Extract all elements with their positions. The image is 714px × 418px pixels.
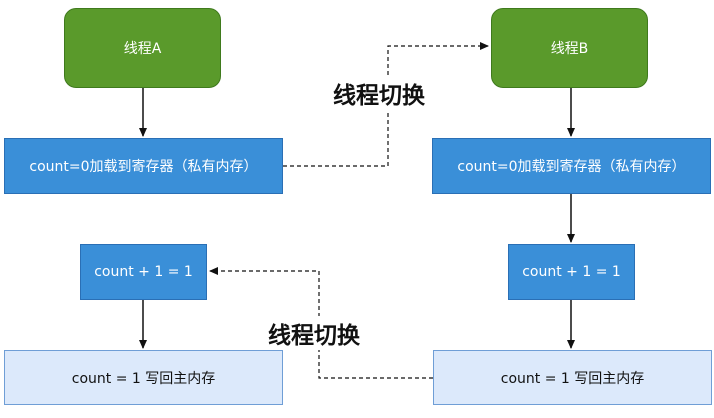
write-back-b: count = 1 写回主内存 [433, 350, 712, 405]
increment-b: count + 1 = 1 [508, 244, 635, 300]
thread-a-node: 线程A [64, 8, 221, 88]
increment-a: count + 1 = 1 [80, 244, 207, 300]
thread-switch-label-bottom: 线程切换 [266, 316, 362, 350]
load-register-a: count=0加载到寄存器（私有内存） [4, 138, 283, 194]
thread-b-node: 线程B [491, 8, 648, 88]
load-register-b: count=0加载到寄存器（私有内存） [432, 138, 711, 194]
write-back-a: count = 1 写回主内存 [4, 350, 283, 405]
dashed-switch-bottom [209, 267, 433, 379]
thread-switch-label-top: 线程切换 [331, 76, 427, 110]
